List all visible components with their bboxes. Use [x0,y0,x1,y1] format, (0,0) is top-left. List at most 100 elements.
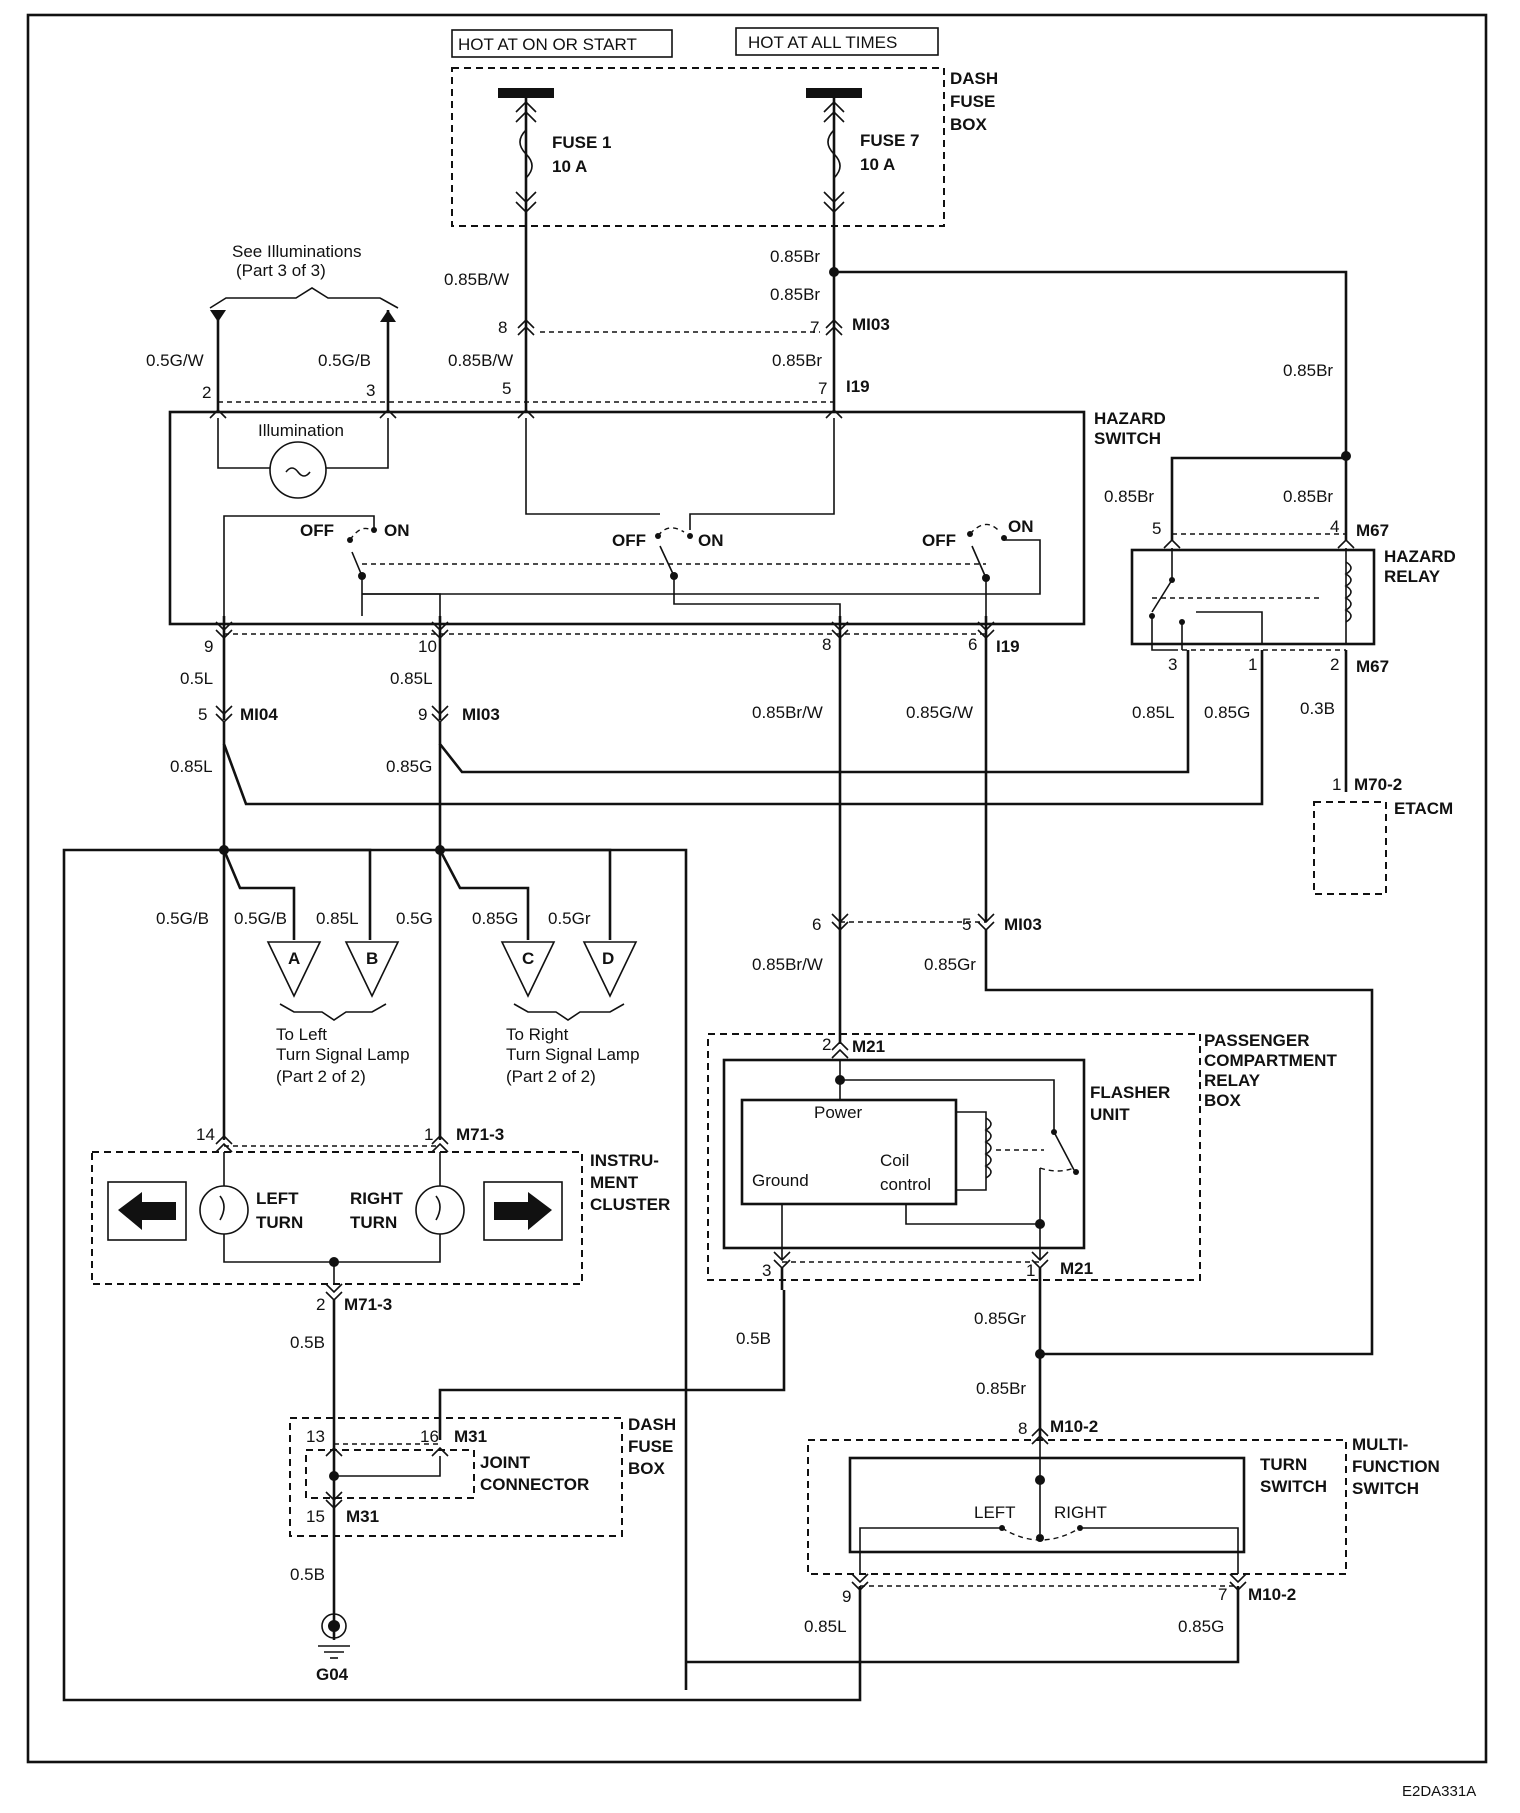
svg-text:BOX: BOX [628,1459,666,1478]
svg-text:UNIT: UNIT [1090,1105,1130,1124]
turn-switch-title: TURN SWITCH [1260,1455,1327,1496]
flasher-unit-box [722,1058,1086,1250]
wire-label: 0.85G [386,757,432,776]
pin-label: 1 [424,1125,433,1144]
pin-icon [517,408,535,419]
pin-label: 5 [1152,519,1161,538]
lamp-bracket-left [279,1003,387,1021]
coil-label: Coil [880,1151,909,1170]
wire-85g-return [62,848,862,1702]
pin-label: 5 [198,705,207,724]
connector-label: MI03 [852,315,890,334]
pin-label: 4 [1330,517,1339,536]
wire-label: 0.85G/W [906,703,973,722]
etacm-box [1313,801,1387,895]
wire-label: 0.85G [472,909,518,928]
on-label: ON [1008,517,1034,536]
hot-on-start-box [451,29,673,58]
svg-text:FLASHER: FLASHER [1090,1083,1170,1102]
lamp-a-label: A [288,949,300,968]
to-left-1: To Left [276,1025,327,1044]
junction-dot [1035,1475,1045,1485]
connector-label: M31 [346,1507,379,1526]
on-label: ON [698,531,724,550]
connector-label: MI03 [462,705,500,724]
svg-text:MENT: MENT [590,1173,639,1192]
hazard-switch-contact-3 [362,523,1041,616]
wire-label: 0.85Br [770,285,820,304]
dash-fuse-box-top-label: DASH FUSE BOX [950,69,998,134]
svg-text:SWITCH: SWITCH [1352,1479,1419,1498]
pin-icon [1229,1573,1247,1592]
svg-text:RELAY: RELAY [1384,567,1441,586]
pin-label: 1 [1332,775,1341,794]
passenger-relay-box-title: PASSENGER COMPARTMENT RELAY BOX [1204,1031,1337,1110]
wire-label: 0.3B [1300,699,1335,718]
wire-label: 0.85G [1204,703,1250,722]
hazard-relay-title: HAZARD RELAY [1384,547,1456,586]
pin-label: 2 [316,1295,325,1314]
svg-text:SWITCH: SWITCH [1094,429,1161,448]
illum-bracket [209,287,399,309]
pin-icon [325,1446,343,1457]
svg-text:COMPARTMENT: COMPARTMENT [1204,1051,1337,1070]
dash-fuse-box-top [451,67,945,227]
see-illum-line1: See Illuminations [232,242,361,261]
on-label: ON [384,521,410,540]
see-illum-line2: (Part 3 of 3) [236,261,326,280]
lamp-c-label: C [522,949,534,968]
lamp-b-label: B [366,949,378,968]
hot-all-times-box [735,27,939,56]
pin-label: 8 [822,635,831,654]
pin-label: 1 [1026,1261,1035,1280]
fuse-1-icon [519,129,533,179]
svg-text:FUSE: FUSE [950,92,995,111]
wire-label: 0.5G/B [234,909,287,928]
wire-label: 0.5L [180,669,213,688]
left-turn-label-1: LEFT [256,1189,299,1208]
svg-text:TURN: TURN [1260,1455,1307,1474]
connector-label: I19 [996,637,1020,656]
hazard-relay-box [1130,548,1376,646]
right-label: RIGHT [1054,1503,1107,1522]
control-label: control [880,1175,931,1194]
multifunction-switch-box [807,1439,1347,1575]
pin-icon [831,1040,849,1059]
svg-text:DASH: DASH [628,1415,676,1434]
wire-label: 0.85Gr [924,955,976,974]
right-arrow-box [483,1181,563,1241]
svg-text:HAZARD: HAZARD [1094,409,1166,428]
pin-label: 5 [502,379,511,398]
illumination-label: Illumination [258,421,344,440]
passenger-relay-box [707,1033,1201,1281]
hazard-relay-internals [1149,548,1352,651]
off-label: OFF [612,531,646,550]
pin-icon [851,1573,869,1592]
hot-all-times-label: HOT AT ALL TIMES [748,33,897,52]
connector-label: M31 [454,1427,487,1446]
pin-icon [215,1134,233,1153]
wire-85g-to-relay [438,650,1190,774]
pin-label: 3 [762,1261,771,1280]
wire-label: 0.5G/W [146,351,204,370]
hazard-switch-box [168,410,1086,626]
wire-label: 0.85B/W [448,351,513,370]
fuse-1-name: FUSE 1 [552,133,612,152]
multifunction-switch-title: MULTI- FUNCTION SWITCH [1352,1435,1440,1498]
pin-icon [1163,538,1181,549]
wire-85g-bottom [686,1586,1240,1664]
connector-label: M21 [1060,1259,1093,1278]
pin-icon [325,1283,343,1302]
pin-label: 2 [202,383,211,402]
right-arrow-icon [494,1192,552,1230]
svg-text:HAZARD: HAZARD [1384,547,1456,566]
connector-label: M67 [1356,521,1389,540]
pin-label: 9 [418,705,427,724]
arrow-down-icon [210,310,226,322]
flasher-unit-title: FLASHER UNIT [1090,1083,1170,1124]
connector-label: M67 [1356,657,1389,676]
lamp-c-icon [500,941,556,998]
wire-85gr-loop [984,930,1374,1356]
